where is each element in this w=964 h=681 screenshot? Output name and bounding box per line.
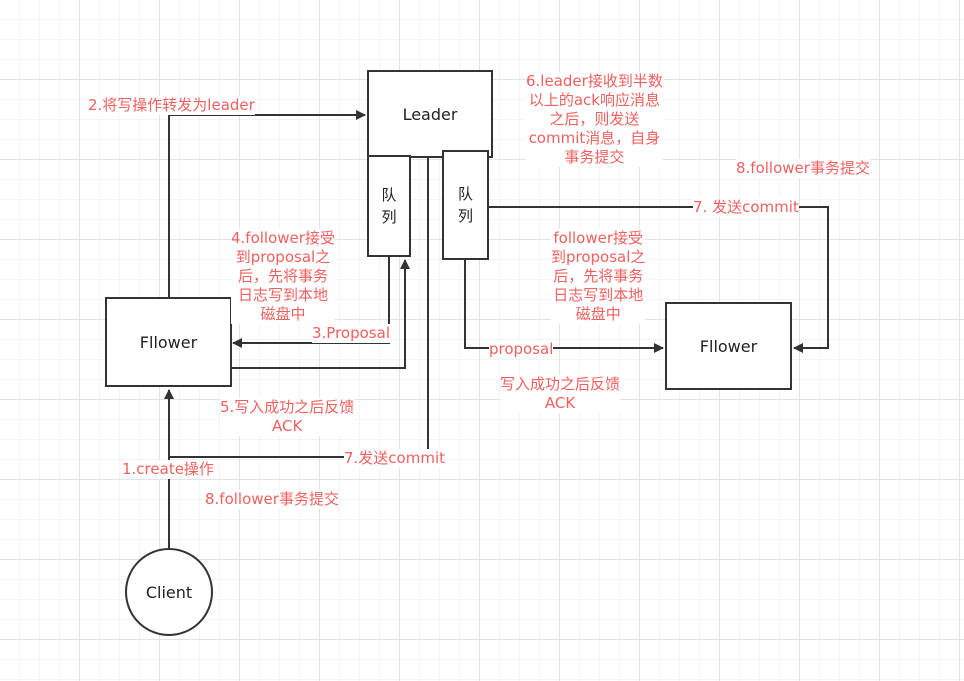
follower-node-right: Fllower	[665, 302, 792, 390]
label-send-commit-right: 7. 发送commit	[693, 198, 799, 217]
arrow-ack-to-left-queue	[232, 259, 410, 369]
follower-node-left: Fllower	[105, 297, 232, 387]
leader-label: Leader	[402, 104, 458, 124]
label-follower-accept-right: follower接受 到proposal之 后，先将事务 日志写到本地 磁盘中	[551, 229, 646, 324]
label-ack-left-line: 5.写入成功之后反馈	[220, 398, 355, 416]
label-proposal-left: 3.Proposal	[312, 324, 390, 343]
label-ack-right-line: ACK	[544, 394, 576, 412]
follower-left-label: Fllower	[139, 332, 198, 352]
label-create-op: 1.create操作	[122, 460, 214, 479]
label-leader-ack-line: 6.leader接收到半数	[526, 72, 663, 90]
label-ack-left: 5.写入成功之后反馈 ACK	[220, 398, 355, 436]
leader-node: Leader	[367, 70, 493, 158]
label-follower-accept-left-line: 后，先将事务	[237, 267, 328, 285]
client-label: Client	[145, 582, 193, 602]
follower-right-label: Fllower	[699, 336, 758, 356]
label-send-commit-left: 7.发送commit	[344, 449, 446, 468]
label-follower-accept-right-line: 到proposal之	[551, 248, 646, 266]
arrow-proposal-to-right-follower	[464, 260, 664, 353]
label-ack-right-line: 写入成功之后反馈	[500, 375, 621, 393]
label-proposal-right: proposal	[489, 340, 554, 359]
label-follower-accept-left: 4.follower接受 到proposal之 后，先将事务 日志写到本地 磁盘…	[231, 229, 335, 324]
label-follower-accept-right-line: 磁盘中	[575, 305, 621, 323]
arrow-commit-to-right-follower	[489, 206, 829, 353]
label-leader-ack-line: 事务提交	[564, 148, 625, 166]
label-follower-accept-left-line: 日志写到本地	[237, 286, 328, 304]
label-leader-ack: 6.leader接收到半数 以上的ack响应消息 之后，则发送 commit消息…	[526, 72, 663, 167]
label-leader-ack-line: 之后，则发送	[549, 110, 640, 128]
queue-right-char-1: 队	[457, 185, 473, 203]
queue-left-char-1: 队	[381, 186, 397, 204]
arrow-follower-to-leader	[168, 110, 366, 297]
label-follower-accept-right-line: follower接受	[553, 229, 644, 247]
label-ack-right: 写入成功之后反馈 ACK	[500, 375, 621, 413]
label-forward-write: 2.将写操作转发为leader	[88, 96, 255, 115]
label-follower-commit-left: 8.follower事务提交	[205, 490, 339, 509]
queue-left-char-2: 列	[381, 208, 397, 226]
client-node: Client	[125, 548, 213, 636]
label-ack-left-line: ACK	[272, 417, 303, 435]
label-leader-ack-line: commit消息，自身	[528, 129, 661, 147]
arrow-proposal-to-left-follower	[232, 257, 390, 348]
label-follower-accept-right-line: 后，先将事务	[553, 267, 644, 285]
label-follower-accept-left-line: 磁盘中	[260, 305, 306, 323]
label-leader-ack-line: 以上的ack响应消息	[528, 91, 660, 109]
label-follower-accept-right-line: 日志写到本地	[553, 286, 644, 304]
label-follower-accept-left-line: 4.follower接受	[231, 229, 335, 247]
queue-left: 队 列	[367, 155, 411, 257]
queue-right: 队 列	[442, 150, 489, 260]
label-follower-accept-left-line: 到proposal之	[235, 248, 331, 266]
label-follower-commit-right: 8.follower事务提交	[736, 159, 870, 178]
queue-right-char-2: 列	[457, 207, 473, 225]
